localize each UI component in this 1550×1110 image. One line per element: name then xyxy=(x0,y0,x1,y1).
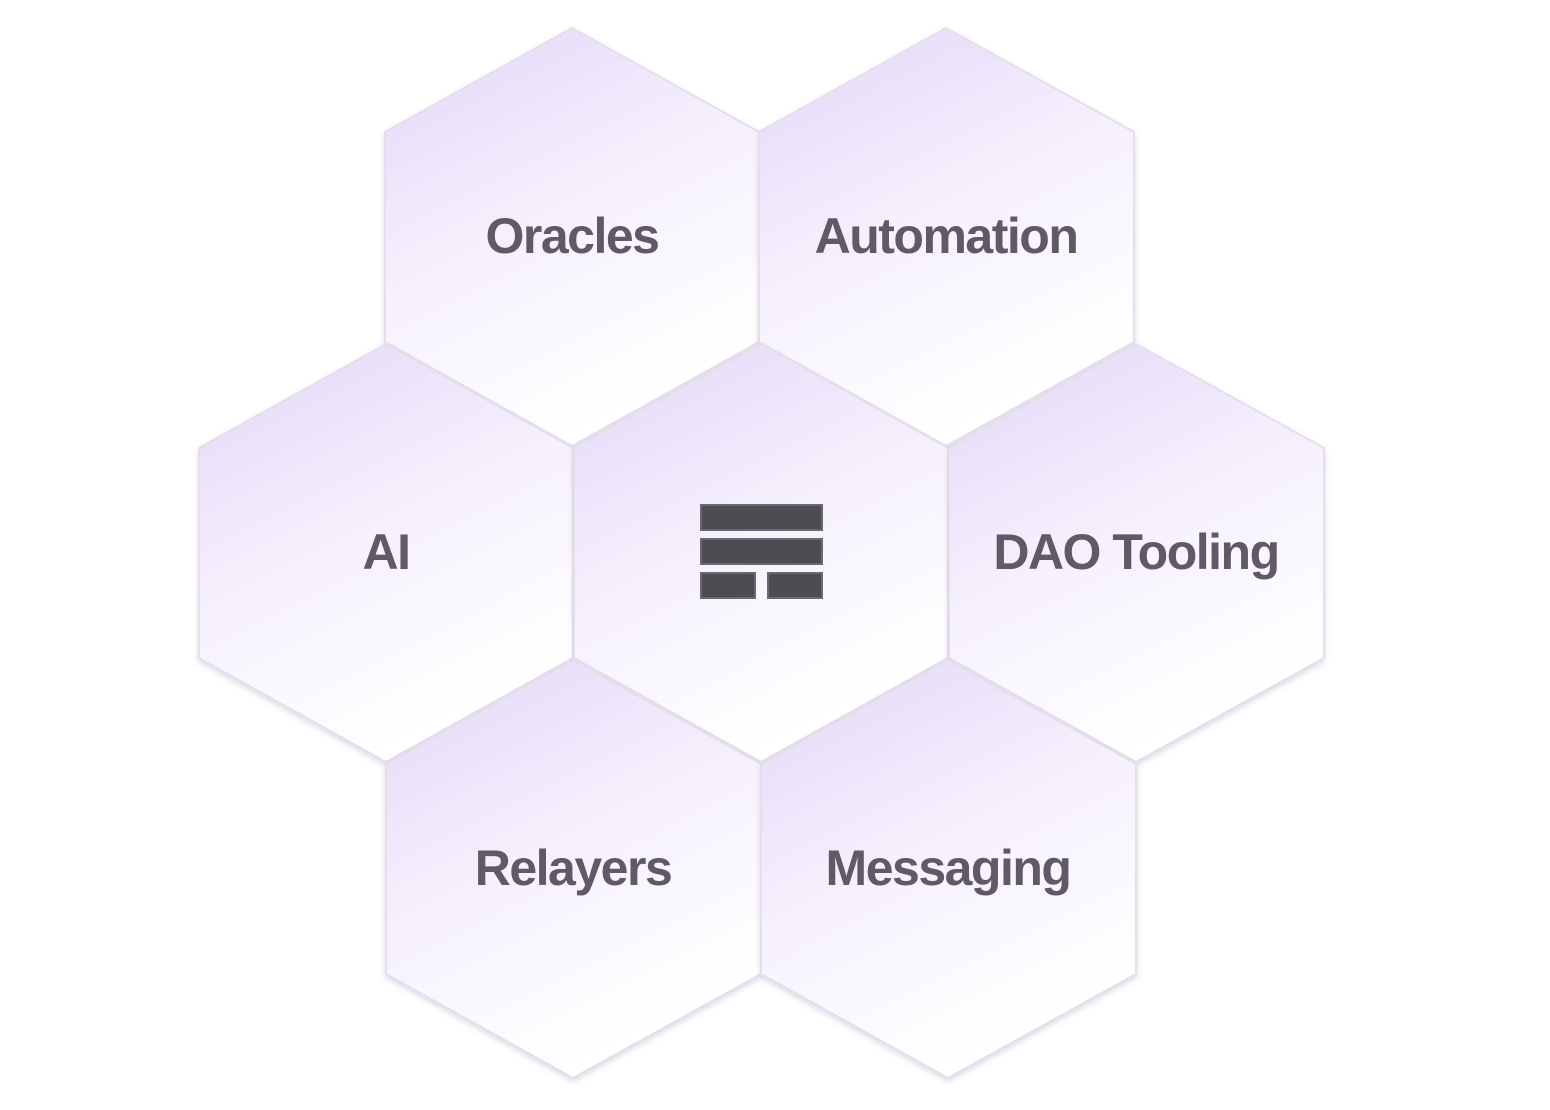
hexagon-automation: Automation xyxy=(758,26,1135,448)
hexagon-messaging-shape xyxy=(760,658,1137,1080)
hexagon-dao-tooling-label: DAO Tooling xyxy=(993,524,1278,580)
hexagon-dao-tooling: DAO Tooling xyxy=(948,342,1325,764)
hexagon-oracles: Oracles xyxy=(384,26,760,448)
hexagon-messaging-label: Messaging xyxy=(826,840,1071,896)
hexagon-ai-label: AI xyxy=(363,524,410,580)
hexagon-oracles-label: Oracles xyxy=(486,208,659,264)
hexagon-relayers: Relayers xyxy=(385,658,762,1080)
hexagon-center xyxy=(573,342,949,764)
hexagon-relayers-label: Relayers xyxy=(475,840,672,896)
hexagon-automation-label: Automation xyxy=(815,208,1078,264)
hexagon-dao-tooling-shape xyxy=(948,342,1325,764)
hexagon-messaging: Messaging xyxy=(760,658,1137,1080)
stacked-blocks-logo-icon xyxy=(700,504,823,599)
